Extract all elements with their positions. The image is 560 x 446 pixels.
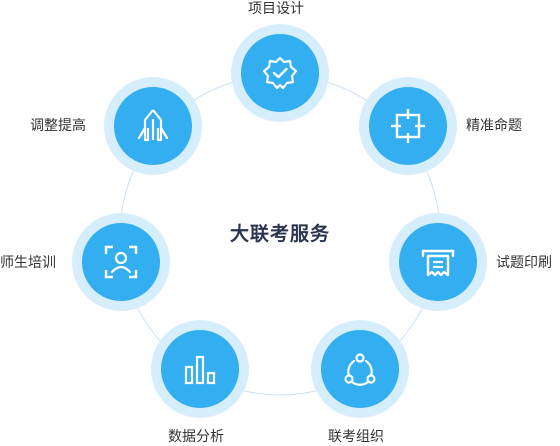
node-proposition[interactable]: [359, 77, 457, 175]
share-network-icon: [344, 353, 376, 386]
node-printing[interactable]: [389, 213, 487, 311]
node-label-training: 师生培训: [0, 255, 56, 271]
node-organize[interactable]: [311, 320, 409, 418]
node-training[interactable]: [72, 213, 170, 311]
node-label-printing: 试题印刷: [496, 255, 552, 271]
bar-chart-icon: [184, 355, 216, 385]
printer-icon: [421, 249, 455, 277]
node-label-design: 项目设计: [248, 1, 304, 17]
node-label-organize: 联考组织: [328, 429, 384, 445]
badge-check-icon: [262, 56, 298, 90]
node-analysis[interactable]: [151, 320, 249, 418]
node-design[interactable]: [231, 24, 329, 122]
node-label-analysis: 数据分析: [168, 429, 224, 445]
node-label-proposition: 精准命题: [466, 118, 522, 134]
crosshair-frame-icon: [391, 109, 425, 143]
user-frame-icon: [104, 245, 138, 279]
center-title: 大联考服务: [229, 223, 330, 245]
node-label-improve: 调整提高: [30, 118, 86, 134]
node-improve[interactable]: [104, 77, 202, 175]
rocket-icon: [137, 109, 169, 142]
